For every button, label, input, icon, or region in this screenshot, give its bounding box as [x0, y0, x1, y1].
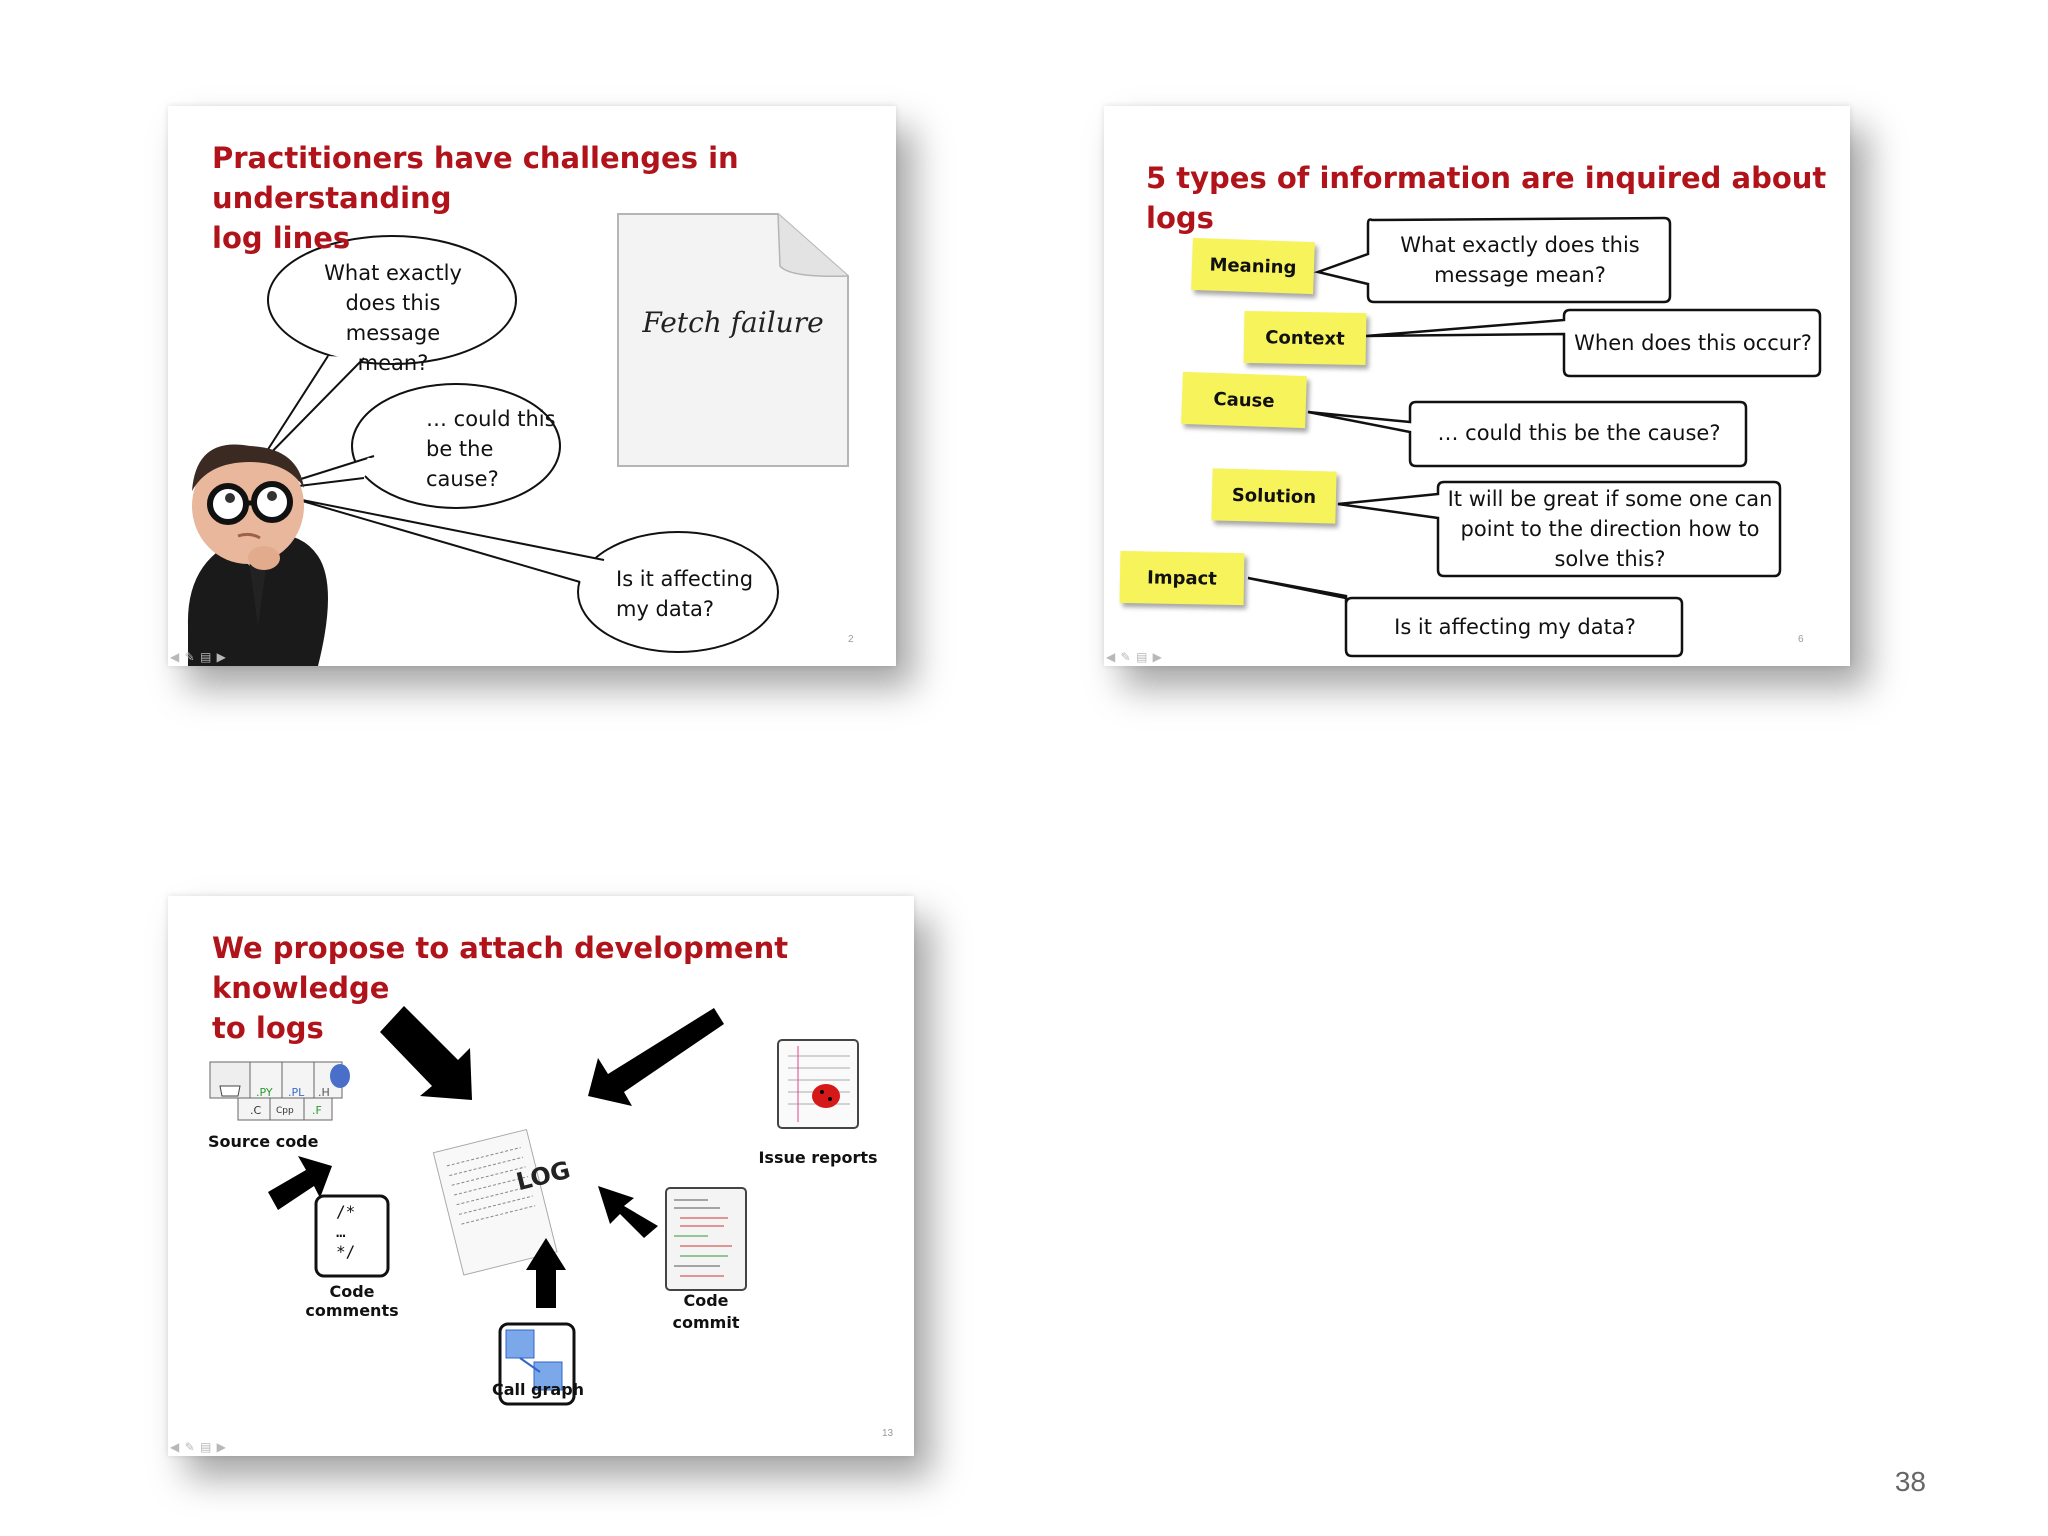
file-tag-py: .PY	[256, 1086, 273, 1099]
code-commit-label: Code commit	[646, 1290, 766, 1334]
bubble-line: be the	[426, 437, 494, 461]
issue-reports-label: Issue reports	[758, 1148, 878, 1167]
code-commit-label-line1: Code	[683, 1291, 729, 1310]
file-tag-pl: .PL	[288, 1086, 305, 1099]
callout-line: What exactly does this	[1400, 233, 1640, 257]
thinking-man-illustration	[187, 444, 328, 666]
sticky-cause: Cause	[1181, 371, 1307, 429]
bubble-line: Is it affecting	[616, 567, 754, 591]
slide3-title-line1: We propose to attach development knowled…	[212, 931, 789, 1005]
callout-line: When does this occur?	[1574, 331, 1812, 355]
source-code-icon	[209, 1061, 350, 1121]
bubble-line: cause?	[426, 467, 499, 491]
sticky-context: Context	[1243, 310, 1367, 366]
slide-thumbnail-2[interactable]: 5 types of information are inquired abou…	[1104, 106, 1850, 666]
slide1-drawing	[187, 213, 849, 666]
slide3-title: We propose to attach development knowled…	[212, 928, 902, 1048]
call-graph-label: Call graph	[491, 1380, 585, 1399]
slide1-number: 2	[848, 634, 854, 645]
code-comments-label: Code comments	[305, 1282, 399, 1320]
callout-cause: … could this be the cause?	[1412, 418, 1746, 448]
bubble-meaning: What exactly does this message mean?	[308, 258, 478, 378]
file-tag-cpp: Cpp	[276, 1106, 294, 1116]
slide2-number: 6	[1798, 634, 1804, 645]
bubble-line: my data?	[616, 597, 715, 621]
callout-context: When does this occur?	[1566, 328, 1820, 358]
callout-line: point to the direction how to	[1460, 517, 1760, 541]
callout-line: Is it affecting my data?	[1394, 615, 1636, 639]
bubble-line: does this	[345, 291, 441, 315]
call-graph-icon	[498, 1322, 576, 1406]
file-tag-f: .F	[312, 1104, 322, 1117]
callout-line: It will be great if some one can	[1447, 487, 1773, 511]
callout-solution: It will be great if some one can point t…	[1440, 484, 1780, 574]
comment-line: …	[336, 1222, 346, 1241]
slide-thumbnail-1[interactable]: Practitioners have challenges in underst…	[168, 106, 896, 666]
slide1-title: Practitioners have challenges in underst…	[212, 138, 872, 258]
slide3-drawing	[209, 1006, 859, 1406]
slide1-nav-controls[interactable]: ◀ ✎ ▤ ▶	[170, 650, 227, 664]
arrows	[268, 1006, 724, 1308]
bubble-line: message mean?	[345, 321, 441, 375]
callout-line: message mean?	[1434, 263, 1606, 287]
comment-line: /*	[336, 1202, 356, 1221]
slide3-number: 13	[882, 1428, 894, 1439]
code-comment-lines: /* … */	[336, 1202, 355, 1262]
log-document-icon	[432, 1128, 558, 1276]
slide2-nav-controls[interactable]: ◀ ✎ ▤ ▶	[1106, 650, 1163, 664]
callout-line: solve this?	[1554, 547, 1666, 571]
code-comments-icon	[314, 1194, 390, 1278]
slide2-title: 5 types of information are inquired abou…	[1146, 161, 1827, 235]
slide3-title-line2: to logs	[212, 1011, 324, 1045]
slide-thumbnail-3[interactable]: We propose to attach development knowled…	[168, 896, 914, 1456]
callout-meaning: What exactly does this message mean?	[1370, 230, 1670, 290]
bubble-impact: Is it affecting my data?	[616, 564, 776, 624]
bubble-cause: … could this be the cause?	[426, 404, 586, 494]
slide1-title-line2: log lines	[212, 221, 351, 255]
sticky-solution: Solution	[1211, 468, 1337, 524]
callout-line: … could this be the cause?	[1437, 421, 1721, 445]
slide3-nav-controls[interactable]: ◀ ✎ ▤ ▶	[170, 1440, 227, 1454]
file-tag-h: .H	[318, 1086, 330, 1099]
slide2-drawing	[1247, 216, 1822, 658]
bubble-line: What exactly	[324, 261, 462, 285]
sticky-meaning: Meaning	[1191, 237, 1315, 295]
page-number: 38	[1894, 1466, 1926, 1497]
slide1-title-line1: Practitioners have challenges in underst…	[212, 141, 739, 215]
issue-report-icon	[777, 1039, 859, 1129]
document-caption: Fetch failure	[642, 306, 824, 339]
file-tag-c: .C	[250, 1104, 262, 1117]
bubble-line: … could this	[426, 407, 556, 431]
callout-impact: Is it affecting my data?	[1348, 612, 1682, 642]
comment-line: */	[336, 1242, 356, 1261]
code-commit-icon	[665, 1187, 747, 1291]
sticky-impact: Impact	[1119, 550, 1245, 606]
code-commit-label-line2: commit	[672, 1313, 740, 1332]
source-code-label: Source code	[208, 1132, 319, 1151]
